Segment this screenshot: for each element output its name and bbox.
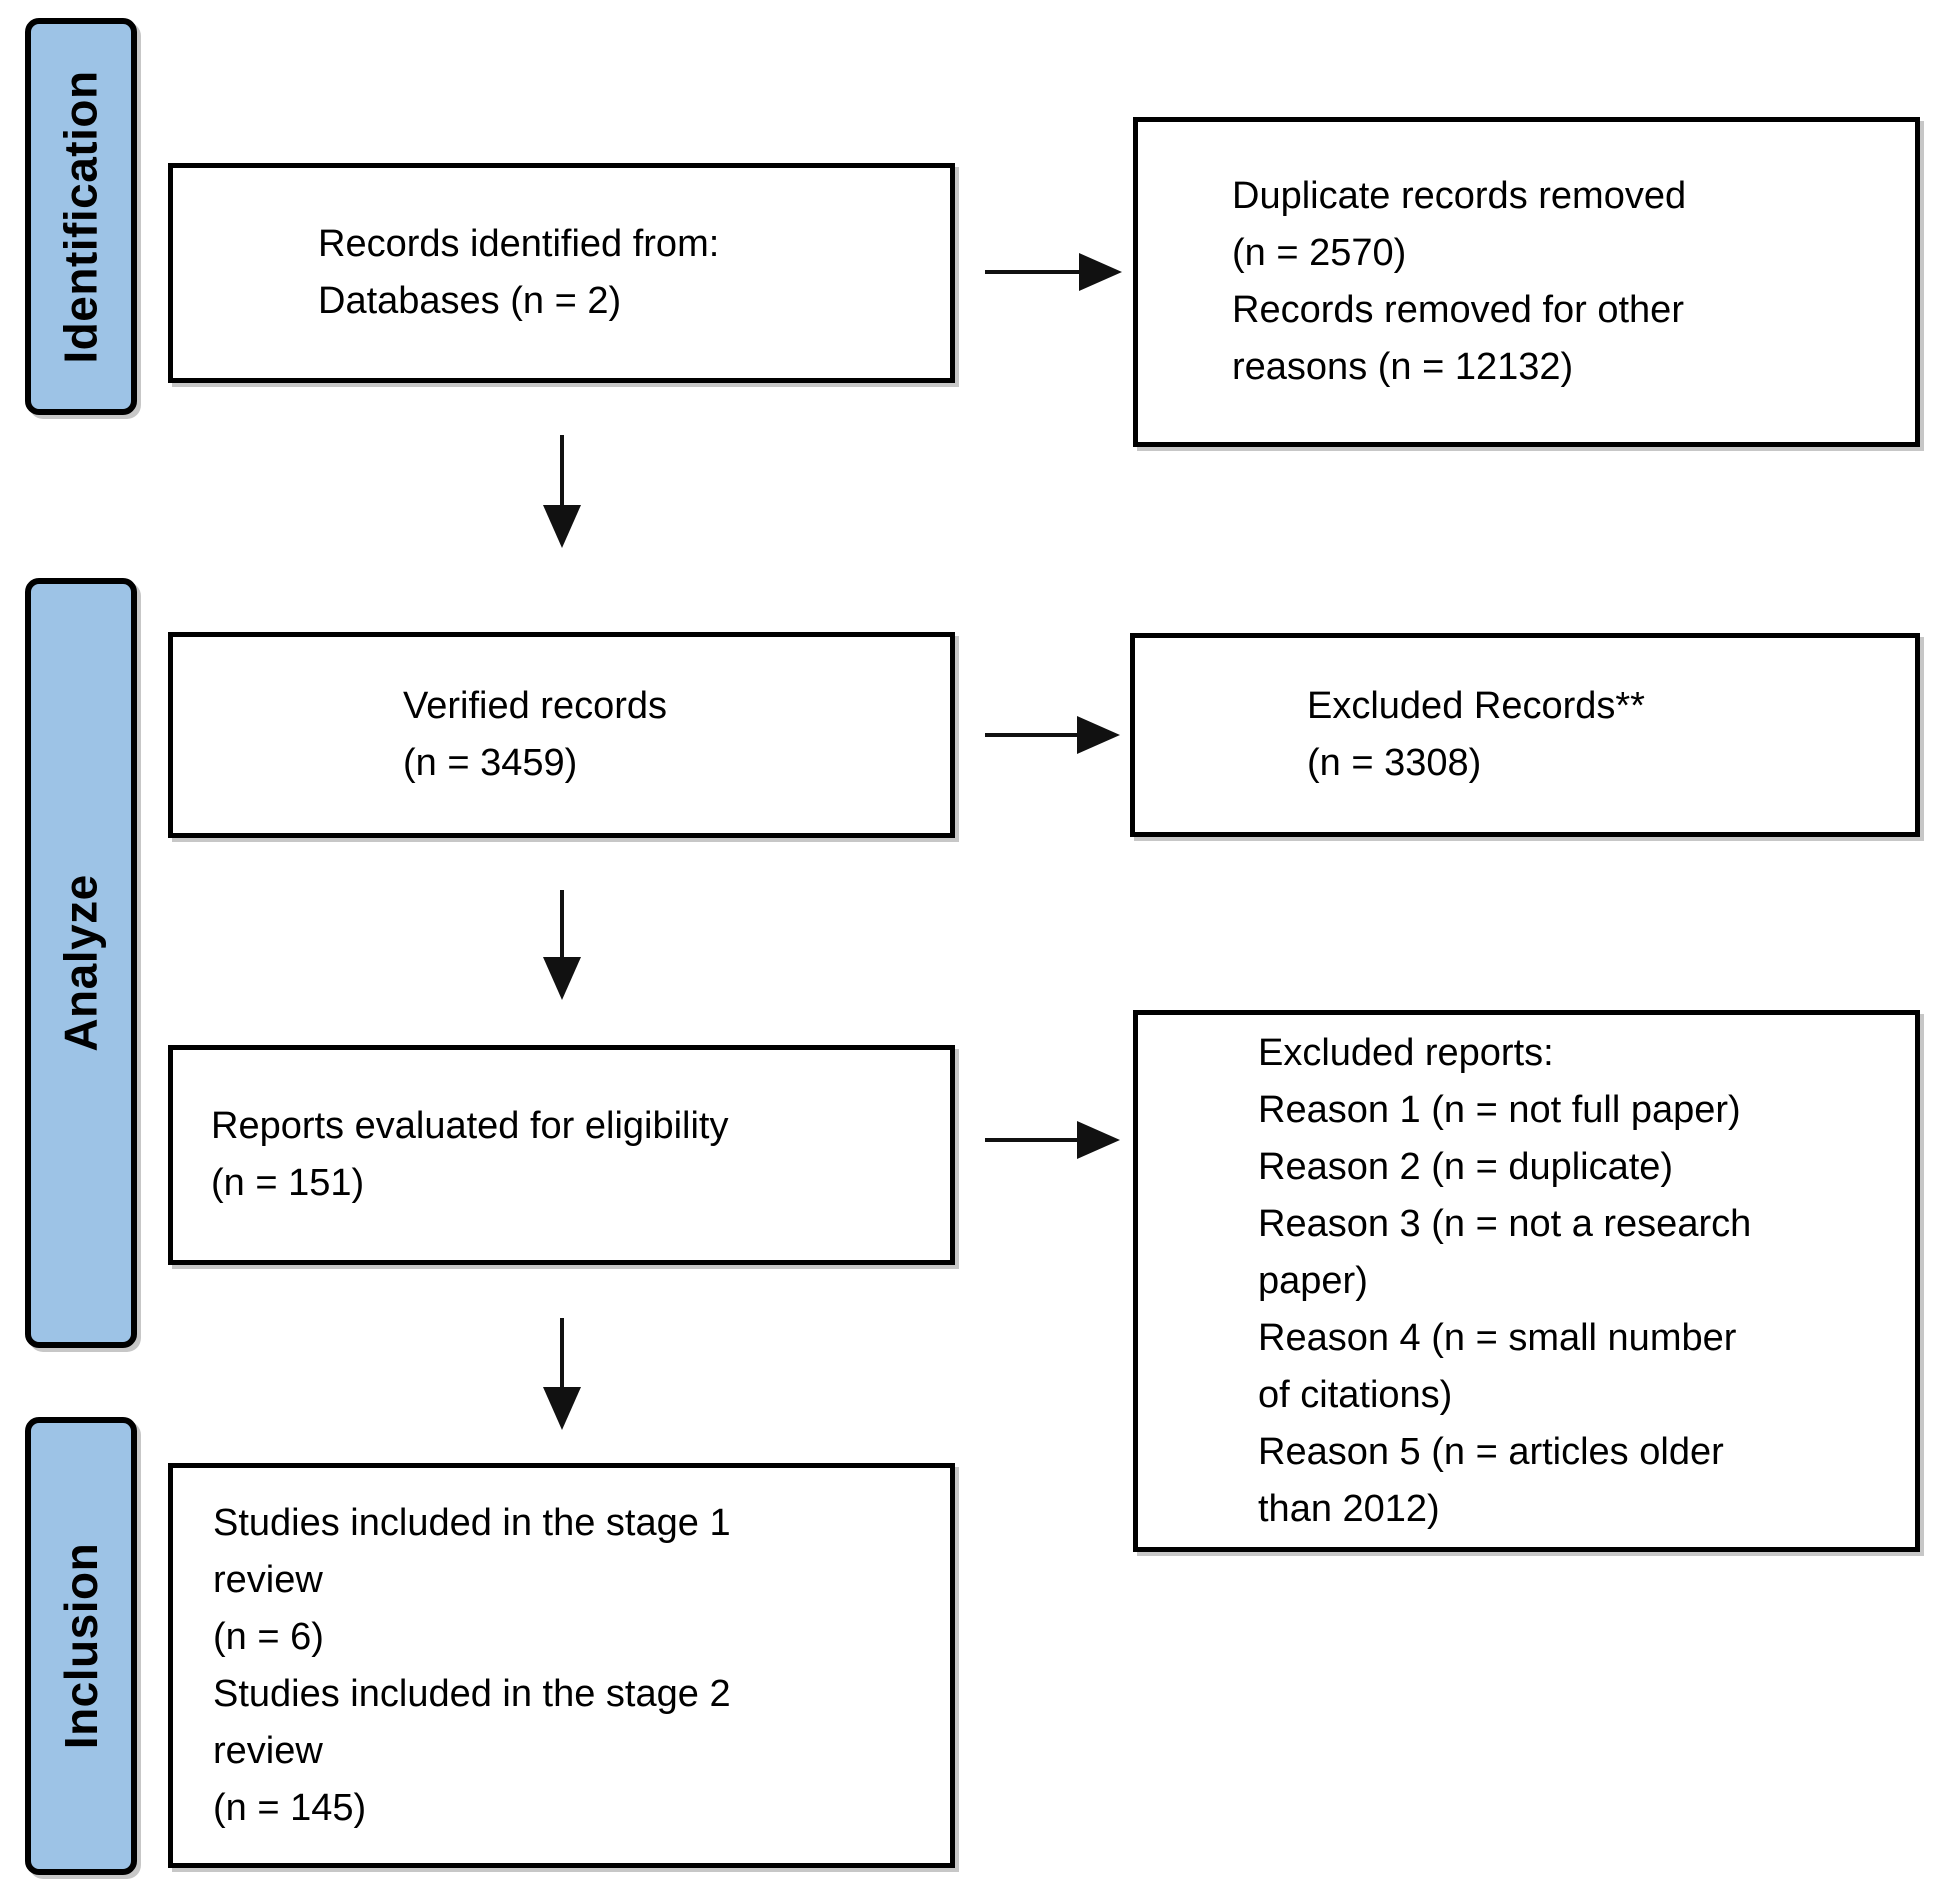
stage-label-inclusion: Inclusion [55, 1542, 107, 1750]
box-records-identified: Records identified from: Databases (n = … [168, 163, 955, 383]
box-excluded-records: Excluded Records** (n = 3308) [1130, 633, 1920, 837]
box-excluded-reports-text: Excluded reports: Reason 1 (n = not full… [1258, 1031, 1752, 1530]
stage-pill-inclusion: Inclusion [25, 1417, 137, 1875]
box-reports-evaluated-text: Reports evaluated for eligibility (n = 1… [211, 1105, 729, 1204]
box-studies-included-text: Studies included in the stage 1 review (… [213, 1501, 731, 1829]
box-records-identified-text: Records identified from: Databases (n = … [318, 223, 720, 322]
box-excluded-reports: Excluded reports: Reason 1 (n = not full… [1133, 1010, 1920, 1552]
stage-label-identification: Identification [55, 69, 108, 364]
flow-arrow-right-icon [985, 716, 1120, 754]
stage-pill-identification: Identification [25, 18, 137, 415]
flow-arrow-down-icon [543, 435, 581, 548]
stage-pill-analyze: Analyze [25, 578, 137, 1348]
box-duplicates-removed-text: Duplicate records removed (n = 2570) Rec… [1232, 175, 1687, 388]
box-excluded-records-text: Excluded Records** (n = 3308) [1307, 685, 1645, 784]
stage-label-analyze: Analyze [55, 874, 108, 1052]
box-duplicates-removed: Duplicate records removed (n = 2570) Rec… [1133, 117, 1920, 447]
flow-arrow-down-icon [543, 890, 581, 1000]
box-verified-records: Verified records (n = 3459) [168, 632, 955, 838]
box-verified-records-text: Verified records (n = 3459) [403, 685, 668, 784]
box-studies-included: Studies included in the stage 1 review (… [168, 1463, 955, 1868]
box-reports-evaluated: Reports evaluated for eligibility (n = 1… [168, 1045, 955, 1265]
flow-arrow-right-icon [985, 253, 1122, 291]
flow-arrow-right-icon [985, 1121, 1120, 1159]
flow-arrow-down-icon [543, 1318, 581, 1430]
